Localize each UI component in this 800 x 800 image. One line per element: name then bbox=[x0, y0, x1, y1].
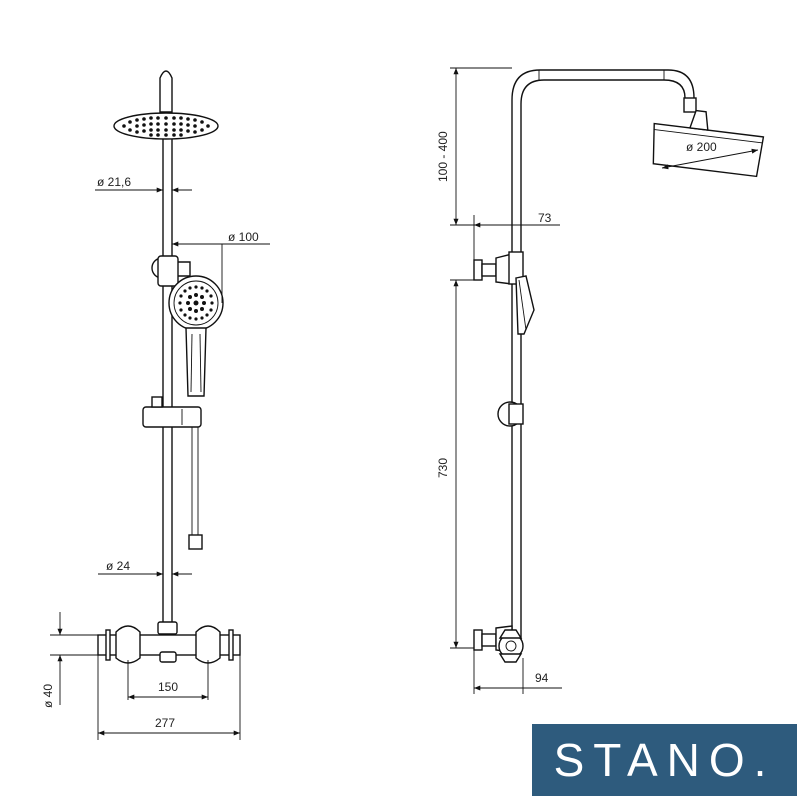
thermostat-valve-side bbox=[473, 625, 524, 663]
dim-bottom-pipe: ø 24 bbox=[106, 559, 130, 573]
front-dimensions bbox=[50, 187, 270, 740]
arm-connector bbox=[683, 97, 697, 113]
handshower-side bbox=[515, 275, 535, 335]
handshower-front bbox=[168, 275, 224, 397]
overhead-shower-front bbox=[113, 112, 219, 140]
dim-wall-offset-bottom: 94 bbox=[535, 671, 549, 685]
brand-logo: STANO. bbox=[532, 724, 797, 796]
dim-head-diameter: ø 200 bbox=[686, 140, 717, 154]
wall-bracket-front bbox=[151, 255, 191, 287]
dim-valve-height: ø 40 bbox=[41, 684, 55, 708]
pipe-top-cap bbox=[159, 70, 173, 113]
dim-arm-height: 100 - 400 bbox=[436, 131, 450, 182]
side-dimensions bbox=[450, 67, 759, 694]
dim-handshower: ø 100 bbox=[228, 230, 259, 244]
slider-side bbox=[497, 401, 524, 427]
dim-wall-offset-top: 73 bbox=[538, 211, 552, 225]
thermostat-valve-front bbox=[97, 625, 241, 664]
brand-name: STANO. bbox=[553, 734, 776, 786]
dim-inlet-spacing: 150 bbox=[158, 680, 178, 694]
dim-riser-length: 730 bbox=[436, 458, 450, 478]
dim-top-pipe: ø 21,6 bbox=[97, 175, 131, 189]
side-view: 100 - 400 ø 200 73 730 94 bbox=[436, 67, 765, 694]
wall-bracket-side-top bbox=[473, 251, 524, 285]
slider-front bbox=[142, 396, 202, 428]
dim-total-width: 277 bbox=[155, 716, 175, 730]
front-view: ø 21,6 ø 100 ø 24 ø 40 150 277 bbox=[41, 70, 270, 740]
